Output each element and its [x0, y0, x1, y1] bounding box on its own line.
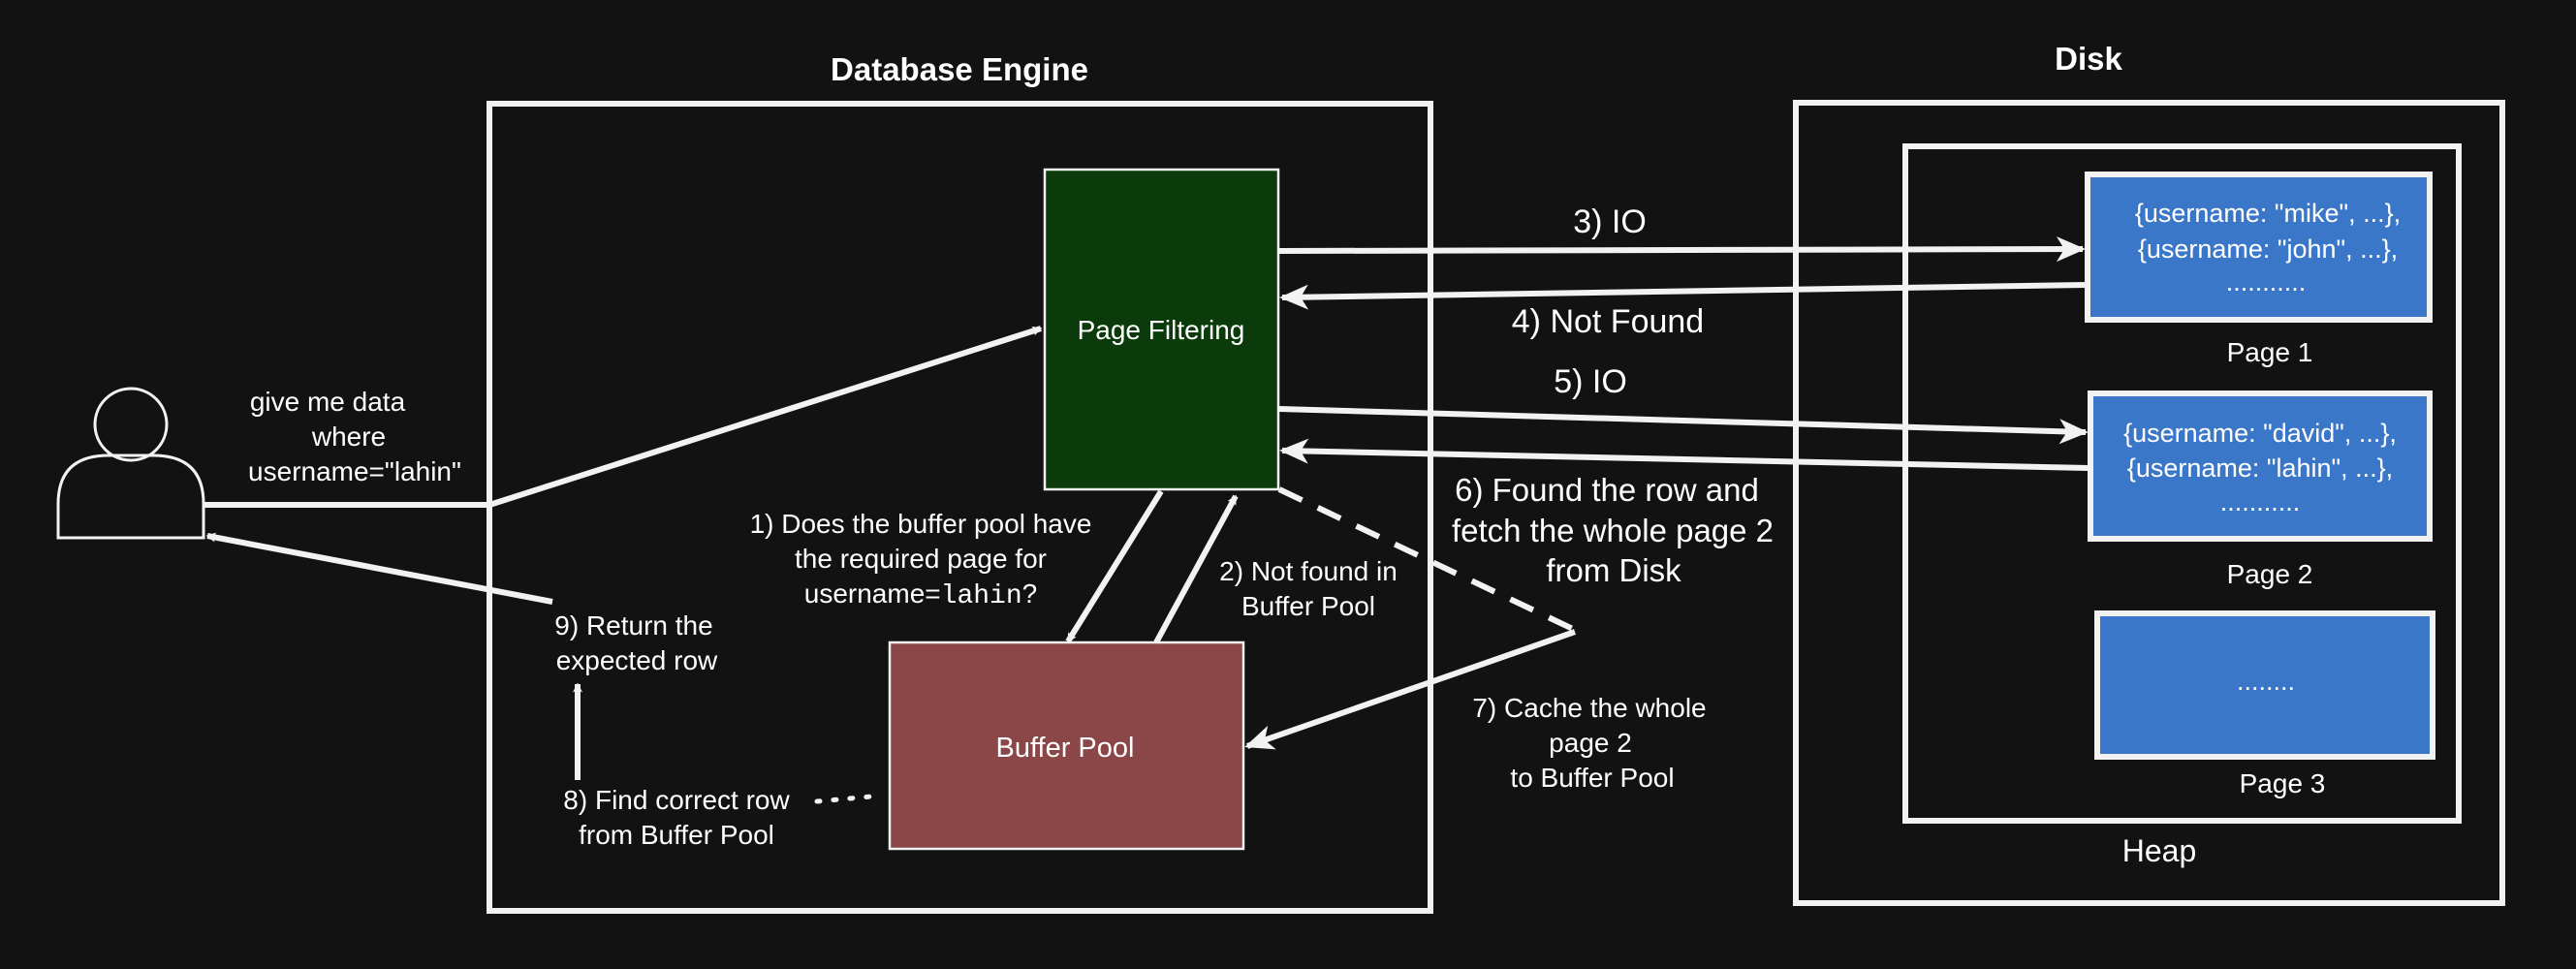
not-found-buffer-arrow [1153, 494, 1239, 644]
buffer-pool-box: Buffer Pool [888, 641, 1245, 851]
disk-title: Disk [2055, 41, 2122, 77]
svg-text:from Buffer Pool: from Buffer Pool [579, 820, 774, 850]
request-arrow [204, 326, 1043, 508]
step-1-label: 1) Does the buffer pool have the require… [750, 509, 1092, 611]
found-page-2-arrow [1279, 438, 2089, 471]
svg-text:from Disk: from Disk [1546, 552, 1681, 588]
page-filtering-label: Page Filtering [1078, 315, 1245, 345]
disk-page-2: {username: "david", ...}, {username: "la… [2088, 391, 2433, 542]
user-request-text: give me data where username="lahin" [248, 387, 461, 486]
step-2-label: 2) Not found in Buffer Pool [1219, 556, 1398, 621]
return-row-arrow [205, 532, 553, 605]
heap-label: Heap [2122, 833, 2197, 868]
svg-text:page 2: page 2 [1549, 728, 1632, 758]
step-9-label: 9) Return the expected row [554, 610, 718, 675]
svg-text:fetch the whole page 2: fetch the whole page 2 [1452, 513, 1774, 548]
cache-page-arrow [1244, 629, 1576, 750]
check-buffer-arrow [1065, 489, 1164, 643]
disk-box [1793, 100, 2505, 906]
svg-text:where: where [311, 422, 386, 452]
page-3-label: Page 3 [2240, 768, 2326, 798]
svg-text:username=lahin?: username=lahin? [804, 578, 1037, 611]
page-2-label: Page 2 [2227, 559, 2313, 589]
step-4-label: 4) Not Found [1512, 303, 1704, 340]
step-3-label: 3) IO [1573, 203, 1647, 240]
disk-page-3: ........ [2094, 610, 2435, 760]
page-filtering-box: Page Filtering [1043, 168, 1280, 491]
svg-text:to Buffer Pool: to Buffer Pool [1510, 763, 1674, 793]
step-6-label: 6) Found the row and fetch the whole pag… [1452, 472, 1774, 588]
io-page-2-arrow [1278, 406, 2089, 445]
page-1-label: Page 1 [2227, 337, 2313, 367]
step-7-label: 7) Cache the whole page 2 to Buffer Pool [1472, 693, 1706, 793]
svg-text:2) Not found in: 2) Not found in [1219, 556, 1398, 586]
buffer-pool-label: Buffer Pool [996, 733, 1135, 764]
svg-text:give me data: give me data [250, 387, 406, 417]
svg-text:the required page for: the required page for [795, 544, 1047, 574]
page-1-ellipsis: ........... [2226, 267, 2307, 297]
svg-text:7) Cache the whole: 7) Cache the whole [1472, 693, 1706, 723]
disk-page-1: {username: "mike", ...}, {username: "joh… [2085, 172, 2433, 323]
step-8-dotted-connector [814, 793, 885, 804]
step-5-label: 5) IO [1554, 363, 1627, 400]
user-icon [56, 387, 205, 540]
fetch-page-dashed-line [1277, 486, 1577, 633]
svg-text:8) Find correct row: 8) Find correct row [563, 785, 790, 815]
svg-text:1) Does the buffer pool have: 1) Does the buffer pool have [750, 509, 1092, 539]
not-found-page-1-arrow [1279, 282, 2087, 310]
step-8-label: 8) Find correct row from Buffer Pool [563, 785, 790, 850]
svg-text:Buffer Pool: Buffer Pool [1241, 591, 1375, 621]
page-1-row-1: {username: "mike", ...}, [2135, 199, 2401, 228]
svg-text:6) Found the row and: 6) Found the row and [1455, 472, 1759, 508]
heap-box [1902, 143, 2462, 824]
page-3-ellipsis: ........ [2237, 667, 2295, 696]
page-2-ellipsis: ........... [2220, 487, 2301, 516]
page-2-row-2: {username: "lahin", ...}, [2127, 453, 2393, 483]
page-1-row-2: {username: "john", ...}, [2138, 234, 2398, 264]
svg-text:9) Return the: 9) Return the [554, 610, 712, 641]
svg-text:expected row: expected row [556, 645, 718, 675]
database-engine-title: Database Engine [831, 51, 1088, 87]
io-page-1-arrow [1278, 236, 2086, 263]
svg-text:username="lahin": username="lahin" [248, 456, 461, 486]
page-2-row-1: {username: "david", ...}, [2123, 419, 2397, 448]
